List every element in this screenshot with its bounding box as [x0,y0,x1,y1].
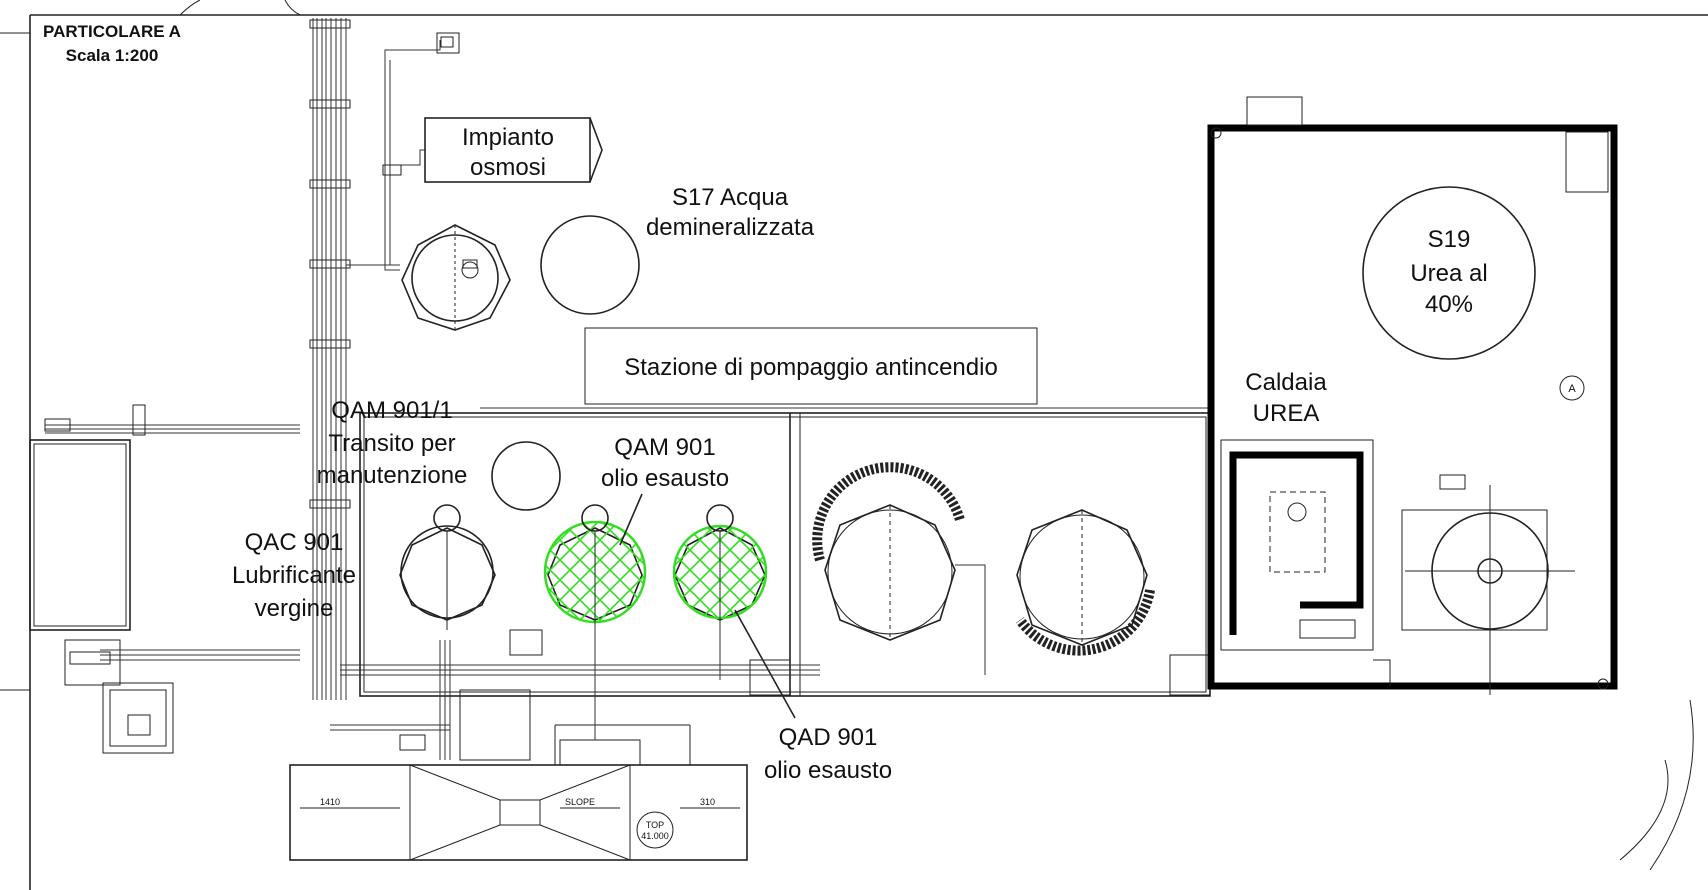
fire-pump-box [584,327,1038,405]
s19-tank [1362,186,1536,360]
osmosis-tank [401,224,511,331]
boiler-outline [1220,439,1374,651]
s17-label-line1: S17 Acqua [672,184,789,211]
top-level-label-line2: 41.000 [641,831,669,841]
urea-tank-base [1401,509,1548,631]
osmosis-label-line2: osmosi [470,154,546,181]
s19-label-line2: Urea al [1410,260,1487,287]
osmosis-unit: Impianto osmosi [424,117,603,183]
qad901-label-line1: QAD 901 [779,724,878,751]
dim-left-label: 1410 [320,797,340,807]
detail-scale: Scala 1:200 [66,46,159,65]
qam901-leader [619,493,643,546]
large-tank-right [1015,509,1155,656]
qam901-tank [543,504,647,630]
qac901-tank [399,504,496,630]
oil-bund-enclosure [359,412,1211,697]
s17-label-line2: demineralizzata [646,214,815,241]
boiler-label-line2: UREA [1253,400,1320,427]
osmosis-box [424,117,591,183]
qam901-1-label-line1: QAM 901/1 [331,397,452,424]
qam901-1-label-line3: manutenzione [317,462,468,489]
bottom-left-enclosure [64,639,174,754]
qam901-1-label-line2: Transito per [328,430,455,457]
detail-title: PARTICOLARE A [43,22,181,41]
boiler-wall [1229,451,1364,635]
transit-circle [491,441,561,511]
marker-a-label: A [1568,383,1576,395]
qad901-leader [734,609,796,719]
marker-a-circle [1559,375,1585,401]
qam901-label-line1: QAM 901 [614,434,715,461]
qad901-label-line2: olio esausto [764,757,892,784]
vertical-pipe-rack [309,18,351,700]
top-level-marker [636,811,674,849]
s19-label-line1: S19 [1428,226,1471,253]
tank-interconnect-pipe [955,564,986,675]
top-level-label-line1: TOP [646,820,664,830]
dim-right-label: 310 [700,797,715,807]
s17-tank [540,215,640,315]
qam901-label-line2: olio esausto [601,465,729,492]
urea-building: S19 Urea al 40% A Caldaia UREA [1207,96,1618,695]
qac901-label-line1: QAC 901 [245,529,344,556]
boiler-label-line1: Caldaia [1245,369,1327,396]
left-horizontal-pipes [44,404,1210,436]
fire-pump-label: Stazione di pompaggio antincendio [624,354,998,381]
bottom-pipework [100,620,820,766]
qac901-label-line3: vergine [255,595,334,622]
left-building [29,439,131,631]
top-pipework [346,32,460,271]
drainage-sump: 1410 SLOPE 310 TOP 41.000 [289,724,748,861]
dim-slope-label: SLOPE [565,797,595,807]
qad901-tank [672,504,768,630]
osmosis-label-line1: Impianto [462,124,554,151]
large-tank-left [812,462,965,641]
qac901-label-line2: Lubrificante [232,562,356,589]
s19-label-line3: 40% [1425,291,1473,318]
